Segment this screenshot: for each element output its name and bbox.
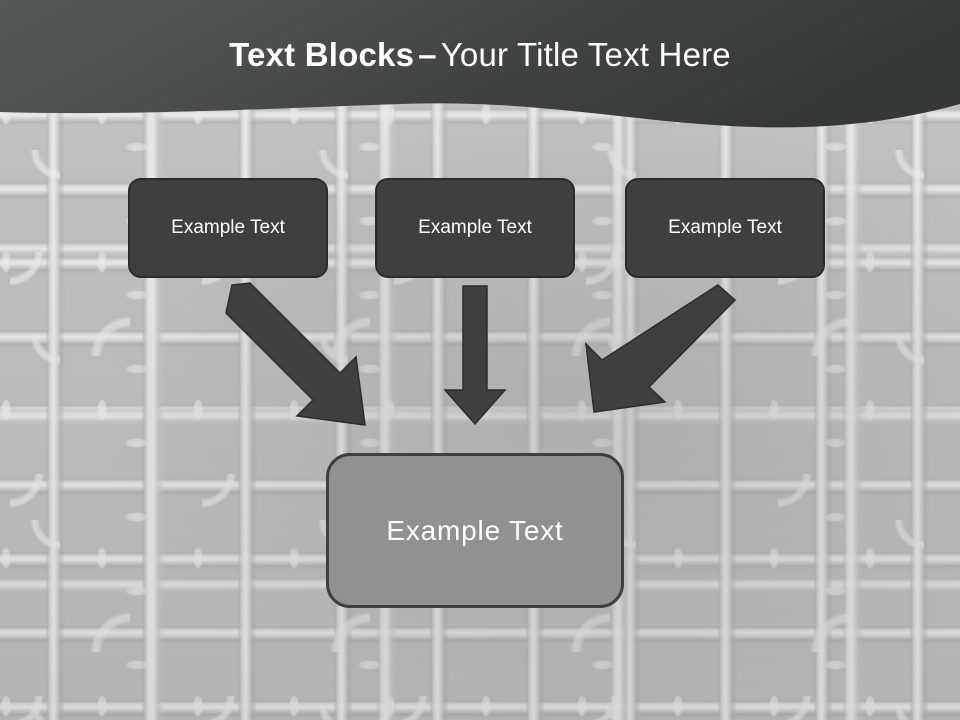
text-block-2[interactable]: Example Text xyxy=(375,178,575,278)
header-band xyxy=(0,0,960,150)
text-block-2-label: Example Text xyxy=(418,217,532,238)
page-title-dash: – xyxy=(418,36,437,73)
text-block-result-label: Example Text xyxy=(386,514,564,546)
arrow-right-diagonal-icon xyxy=(585,284,737,413)
arrow-center-straight-icon xyxy=(443,285,507,426)
arrow-left-diagonal-icon xyxy=(225,282,366,426)
page-title: Text Blocks – Your Title Text Here xyxy=(0,0,960,110)
text-block-1-label: Example Text xyxy=(171,217,285,238)
page-title-bold: Text Blocks xyxy=(229,36,415,73)
page-title-rest: Your Title Text Here xyxy=(440,36,731,73)
text-block-3-label: Example Text xyxy=(668,217,782,238)
text-block-1[interactable]: Example Text xyxy=(128,178,328,278)
text-block-3[interactable]: Example Text xyxy=(625,178,825,278)
text-block-result[interactable]: Example Text xyxy=(326,453,624,608)
